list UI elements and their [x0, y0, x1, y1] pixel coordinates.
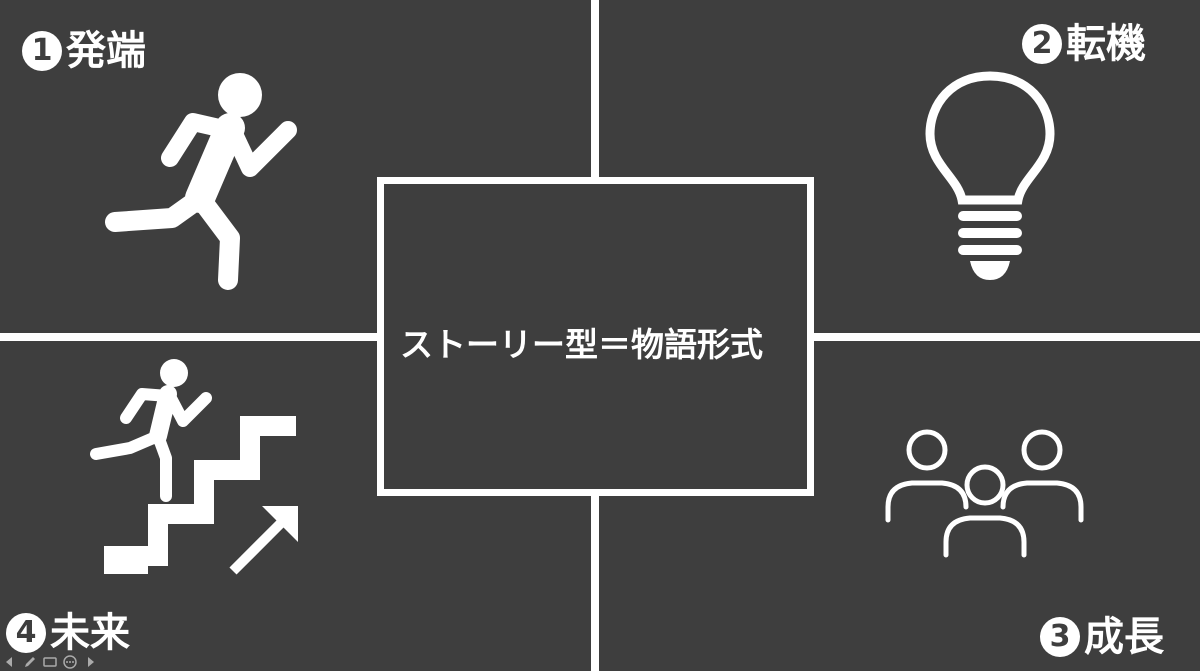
quadrant-3-label: 3 成長 [1040, 617, 1164, 657]
quadrant-2-title: 転機 [1066, 21, 1146, 67]
pen-icon[interactable] [22, 654, 38, 670]
people-group-icon [885, 429, 1084, 558]
divider-horizontal-left [0, 333, 379, 341]
quadrant-1-title: 発端 [66, 28, 146, 74]
divider-vertical-bottom [591, 494, 599, 671]
stairs-climb-icon [90, 359, 298, 575]
center-box [377, 177, 814, 496]
quadrant-1-number: 1 [22, 31, 62, 71]
quadrant-4-title: 未来 [50, 610, 130, 656]
quadrant-4-label: 4 未来 [6, 613, 130, 653]
quadrant-3-number: 3 [1040, 617, 1080, 657]
slides-icon[interactable] [42, 654, 58, 670]
divider-vertical-top [591, 0, 599, 179]
lightbulb-icon [925, 71, 1055, 280]
more-icon[interactable] [62, 654, 78, 670]
quadrant-3-title: 成長 [1084, 614, 1164, 660]
next-icon[interactable] [82, 654, 98, 670]
prev-icon[interactable] [2, 654, 18, 670]
player-controls [0, 652, 98, 671]
running-person-icon [105, 73, 297, 290]
quadrant-2-number: 2 [1022, 24, 1062, 64]
quadrant-4-number: 4 [6, 613, 46, 653]
quadrant-1-label: 1 発端 [22, 31, 146, 71]
divider-horizontal-right [812, 333, 1200, 341]
center-title: ストーリー型＝物語形式 [400, 325, 763, 364]
quadrant-2-label: 2 転機 [1022, 24, 1146, 64]
